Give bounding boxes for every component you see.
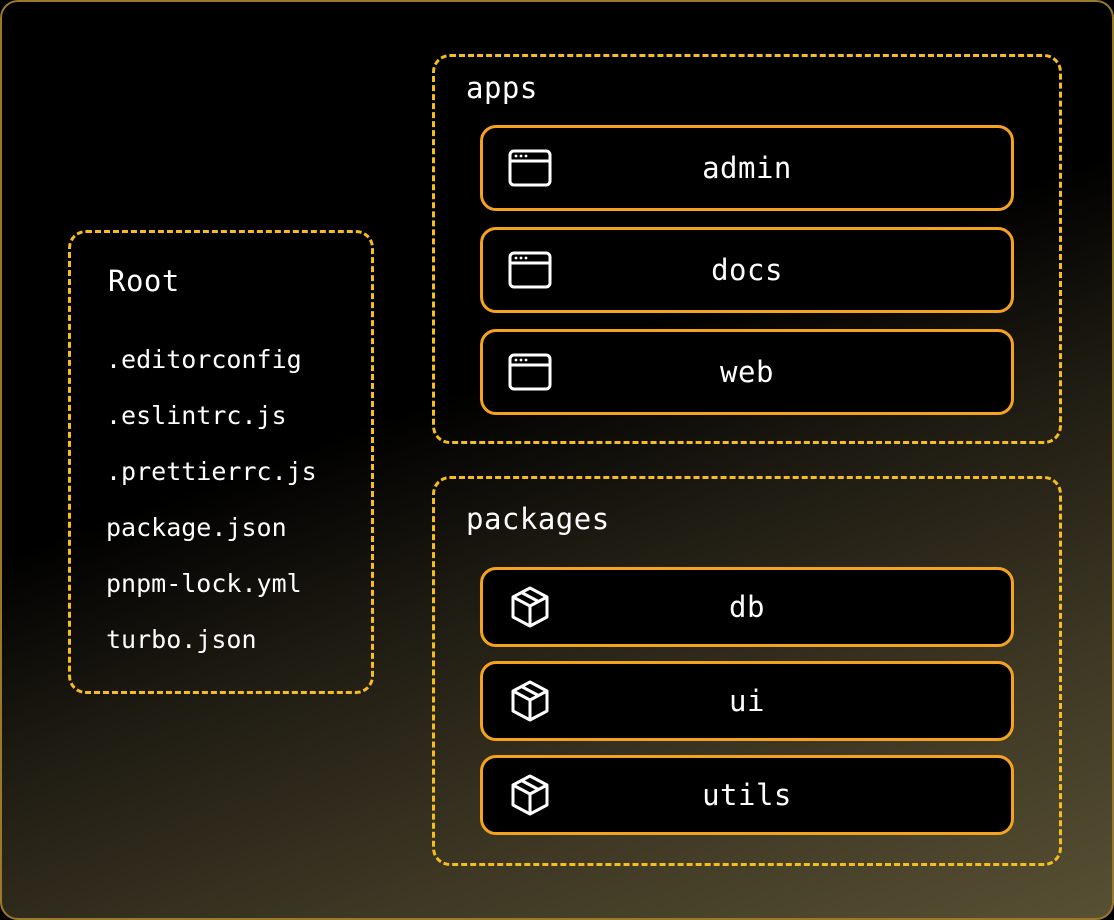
package-label: ui [729,684,765,718]
package-card-utils: utils [480,755,1014,835]
packages-group [432,476,1062,866]
package-box-icon [511,586,549,628]
root-file-item: turbo.json [106,625,257,654]
app-card-admin: admin [480,125,1014,211]
app-label: admin [702,151,792,185]
package-card-db: db [480,567,1014,647]
app-card-web: web [480,329,1014,415]
package-label: utils [702,778,792,812]
root-title: Root [108,264,180,298]
package-label: db [729,590,765,624]
package-box-icon [511,774,549,816]
root-group [68,230,374,694]
browser-window-icon [508,251,552,289]
apps-group [432,54,1062,444]
browser-window-icon [508,149,552,187]
root-file-item: .editorconfig [106,345,302,374]
app-label: docs [711,253,783,287]
root-file-item: pnpm-lock.yml [106,569,302,598]
root-file-list: .editorconfig .eslintrc.js .prettierrc.j… [106,340,317,676]
app-label: web [720,355,774,389]
browser-window-icon [508,353,552,391]
apps-title: apps [466,71,538,105]
root-file-item: .eslintrc.js [106,401,287,430]
root-file-item: package.json [106,513,287,542]
package-box-icon [511,680,549,722]
packages-title: packages [466,502,610,536]
app-card-docs: docs [480,227,1014,313]
root-file-item: .prettierrc.js [106,457,317,486]
package-card-ui: ui [480,661,1014,741]
